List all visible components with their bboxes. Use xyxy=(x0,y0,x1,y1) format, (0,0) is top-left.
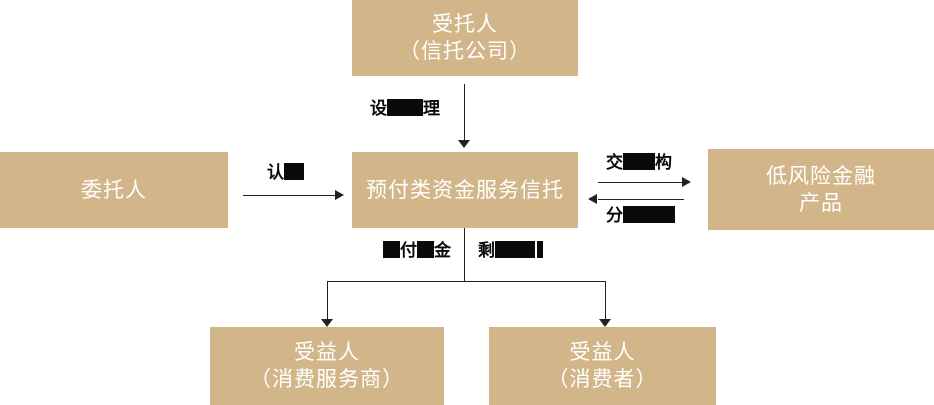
connector-principal-to-trust xyxy=(243,195,335,196)
arrowhead-right-icon xyxy=(335,190,344,200)
connector-trust-to-product xyxy=(598,182,682,183)
node-low-risk-financial-product: 低风险金融 产品 xyxy=(708,149,934,230)
node-principal-line1: 委托人 xyxy=(81,177,147,202)
edge-label-deliver-to-institution: 交构 xyxy=(606,153,672,173)
node-prepaid-fund-trust-line1: 预付类资金服务信托 xyxy=(366,177,564,202)
node-beneficiary-service-provider-line1: 受益人 xyxy=(294,340,360,364)
edge-label-manage: 设理 xyxy=(370,99,440,119)
node-low-risk-financial-product-line1: 低风险金融 xyxy=(766,163,876,188)
node-beneficiary-service-provider-line2: （消费服务商） xyxy=(250,367,404,391)
arrowhead-down-icon xyxy=(458,140,470,148)
node-trustee: 受托人 （信托公司） xyxy=(352,0,578,76)
edge-label-distribute: 分 xyxy=(606,206,675,226)
arrowhead-down-icon xyxy=(321,319,333,327)
edge-label-remaining-funds: 剩 xyxy=(478,241,543,261)
node-beneficiary-consumer-line2: （消费者） xyxy=(547,367,658,391)
node-trustee-line2: （信托公司） xyxy=(399,39,531,63)
node-principal: 委托人 xyxy=(0,152,228,228)
node-beneficiary-service-provider: 受益人 （消费服务商） xyxy=(210,327,444,405)
node-beneficiary-consumer: 受益人 （消费者） xyxy=(489,327,716,405)
node-prepaid-fund-trust: 预付类资金服务信托 xyxy=(352,152,578,228)
node-trustee-line1: 受托人 xyxy=(432,12,498,36)
connector-trust-to-beneficiary-service-provider xyxy=(327,281,328,319)
edge-label-subscribe: 认 xyxy=(267,163,304,183)
connector-trust-to-beneficiary-consumer xyxy=(605,281,606,319)
edge-label-pay-funds: 付金 xyxy=(383,241,451,261)
node-beneficiary-consumer-line1: 受益人 xyxy=(569,340,636,364)
node-low-risk-financial-product-line2: 产品 xyxy=(799,190,843,215)
connector-trust-branch-stem xyxy=(464,228,465,281)
connector-trustee-to-trust xyxy=(464,84,465,140)
arrowhead-left-icon xyxy=(588,194,597,204)
arrowhead-right-icon xyxy=(682,177,691,187)
arrowhead-down-icon xyxy=(599,319,611,327)
connector-trust-branch-horizontal xyxy=(327,281,606,282)
connector-product-to-trust xyxy=(598,199,684,200)
